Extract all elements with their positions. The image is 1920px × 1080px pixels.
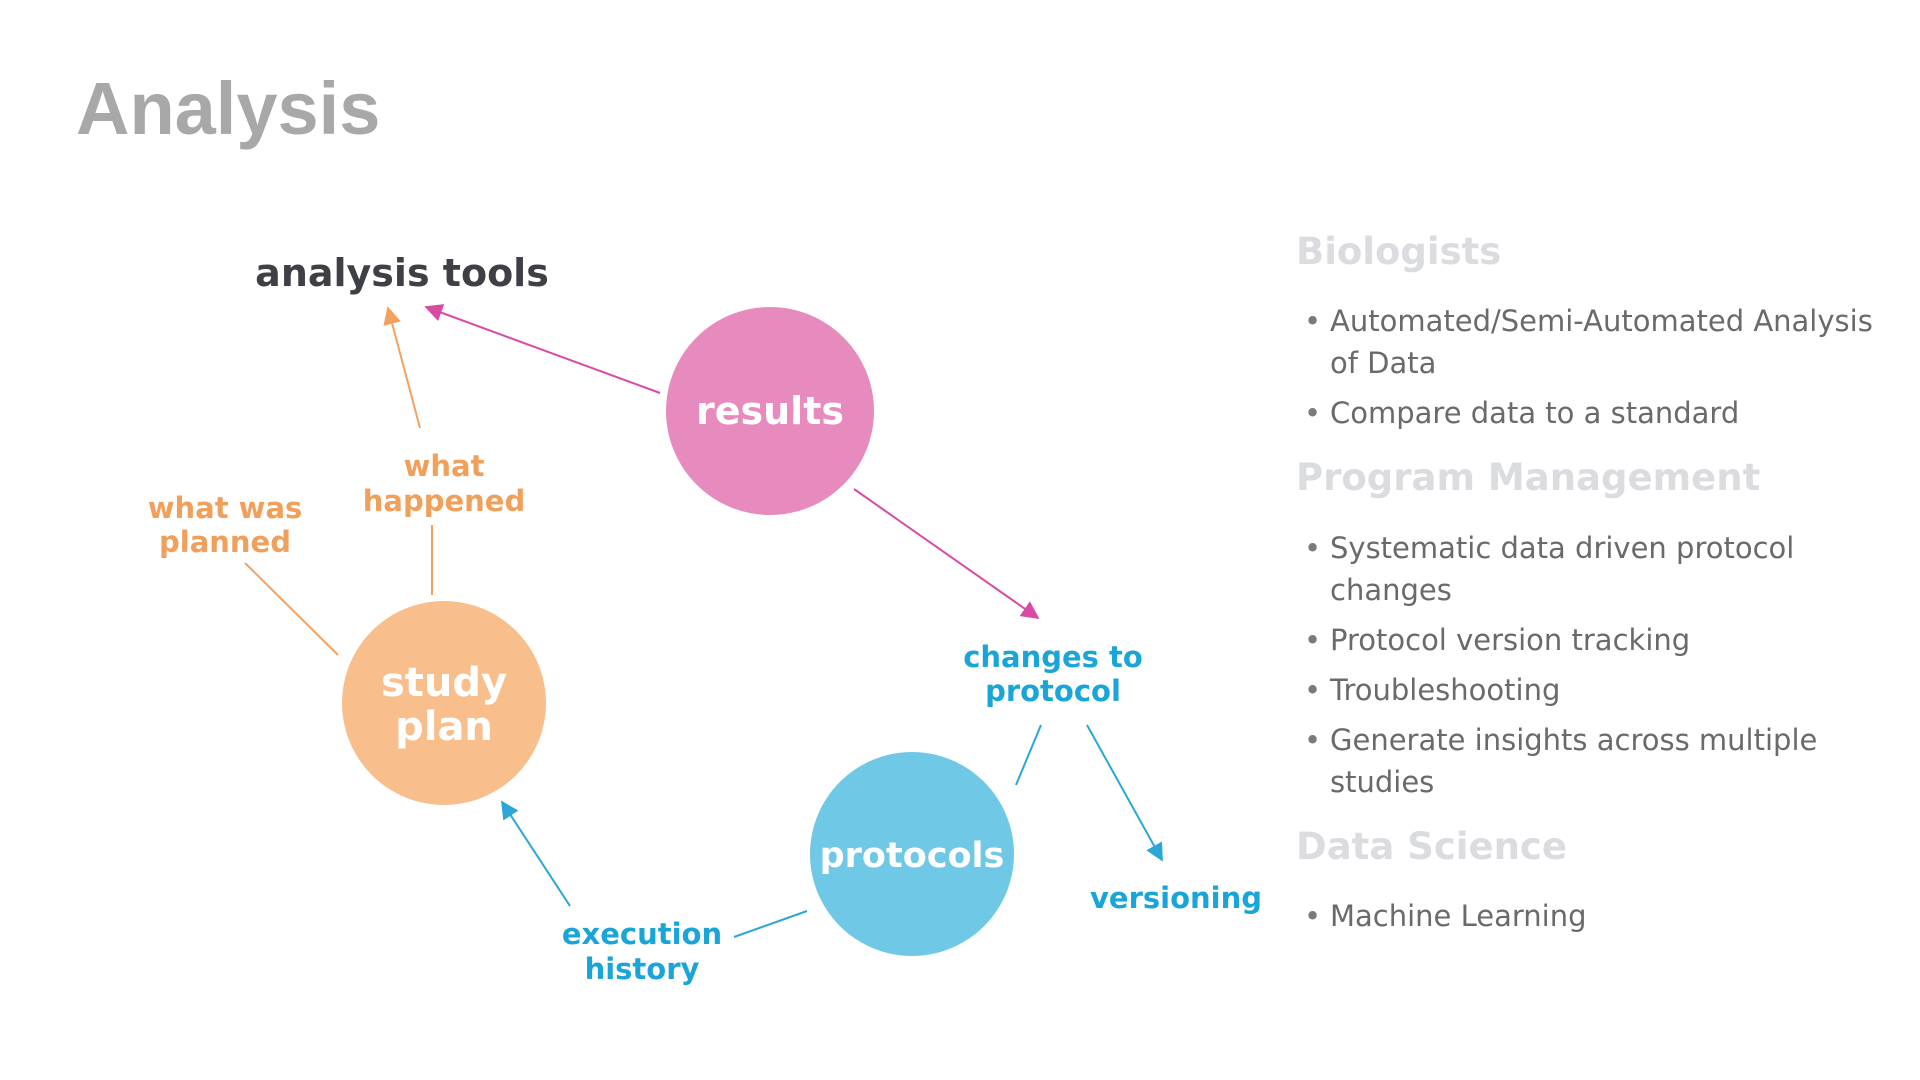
- program-management-list: •Systematic data driven protocol changes…: [1296, 527, 1896, 803]
- study-plan-circle: [342, 601, 546, 805]
- bullet-icon: •: [1304, 722, 1322, 757]
- bullet-icon: •: [1304, 622, 1322, 657]
- list-item-text: Machine Learning: [1330, 899, 1587, 934]
- line-protocols-to-execution-history: [733, 910, 808, 938]
- list-item-text: Systematic data driven protocol changes: [1330, 530, 1795, 607]
- biologists-section: Biologists •Automated/Semi-Automated Ana…: [1296, 230, 1896, 434]
- list-item-text: Troubleshooting: [1330, 672, 1561, 707]
- arrow-results-to-changes-to-protocol: [853, 488, 1040, 620]
- data-science-section: Data Science •Machine Learning: [1296, 825, 1896, 937]
- what-happened-label-line2: happened: [363, 484, 525, 518]
- list-item: •Automated/Semi-Automated Analysis of Da…: [1296, 300, 1896, 384]
- changes-to-protocol-label-line1: changes to: [963, 640, 1143, 674]
- bullet-icon: •: [1304, 304, 1322, 339]
- line-protocols-to-changes-to-protocol: [1015, 724, 1042, 786]
- biologists-list: •Automated/Semi-Automated Analysis of Da…: [1296, 300, 1896, 434]
- list-item-text: Automated/Semi-Automated Analysis of Dat…: [1330, 304, 1873, 381]
- bullet-icon: •: [1304, 672, 1322, 707]
- results-node-label: results: [696, 389, 844, 433]
- results-circle: [666, 307, 874, 515]
- arrow-results-to-analysis-tools: [424, 304, 661, 394]
- list-item: •Systematic data driven protocol changes: [1296, 527, 1896, 611]
- protocols-node: protocols: [810, 752, 1014, 956]
- execution-history-label-line1: execution: [562, 917, 722, 951]
- what-happened-label-line1: what: [404, 449, 485, 483]
- list-item: •Troubleshooting: [1296, 669, 1896, 711]
- program-management-section: Program Management •Systematic data driv…: [1296, 456, 1896, 802]
- list-item-text: Generate insights across multiple studie…: [1330, 722, 1818, 799]
- biologists-heading: Biologists: [1296, 230, 1502, 273]
- what-was-planned-label-line1: what was: [148, 491, 303, 525]
- versioning-label: versioning: [1090, 881, 1262, 915]
- study-plan-node: study plan: [342, 601, 546, 805]
- execution-history-label-line2: history: [585, 952, 700, 986]
- data-science-list: •Machine Learning: [1296, 895, 1896, 937]
- arrow-execution-history-to-study-plan: [501, 800, 571, 907]
- bullet-icon: •: [1304, 899, 1322, 934]
- page-title: Analysis: [76, 67, 381, 150]
- stakeholder-sidebar: Biologists •Automated/Semi-Automated Ana…: [1296, 230, 1896, 959]
- results-node: results: [666, 307, 874, 515]
- protocols-circle: [810, 752, 1014, 956]
- program-management-heading: Program Management: [1296, 456, 1761, 500]
- study-plan-node-label-line2: plan: [395, 704, 493, 750]
- study-plan-node-label-line1: study: [381, 660, 507, 706]
- list-item-text: Compare data to a standard: [1330, 396, 1740, 431]
- analysis-tools-label: analysis tools: [255, 251, 549, 295]
- list-item: •Compare data to a standard: [1296, 392, 1896, 434]
- line-study-plan-to-what-was-planned: [244, 562, 339, 656]
- changes-to-protocol-label-line2: protocol: [985, 674, 1121, 708]
- list-item: •Machine Learning: [1296, 895, 1896, 937]
- data-science-heading: Data Science: [1296, 824, 1567, 868]
- arrow-what-happened-to-analysis-tools: [383, 306, 421, 429]
- what-was-planned-label-line2: planned: [159, 525, 291, 559]
- list-item-text: Protocol version tracking: [1330, 622, 1691, 657]
- bullet-icon: •: [1304, 396, 1322, 431]
- list-item: •Protocol version tracking: [1296, 619, 1896, 661]
- protocols-node-label: protocols: [820, 836, 1005, 876]
- list-item: •Generate insights across multiple studi…: [1296, 719, 1896, 803]
- bullet-icon: •: [1304, 530, 1322, 565]
- arrow-changes-to-protocol-to-versioning: [1086, 724, 1163, 862]
